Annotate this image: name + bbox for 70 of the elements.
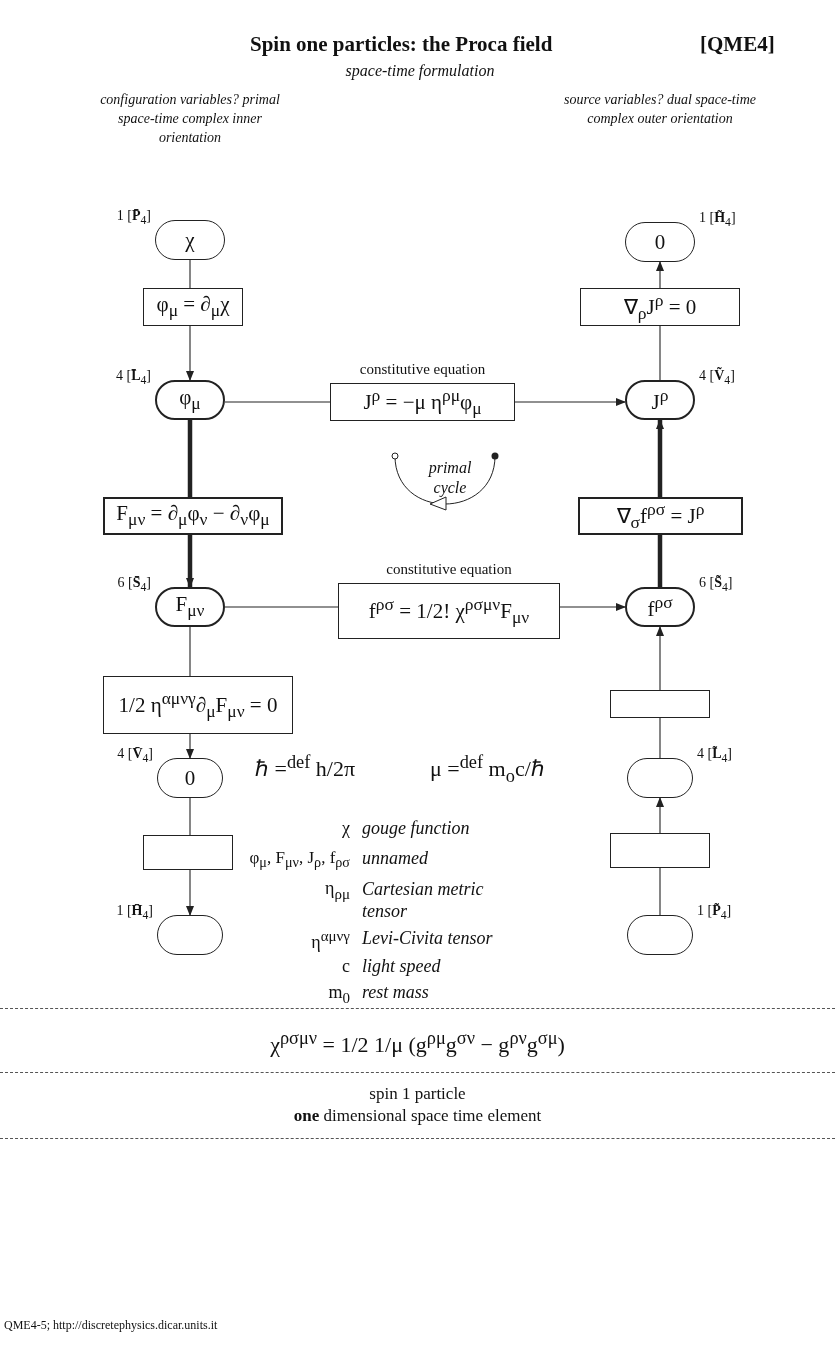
variable-node: f$^{ρσ}$ <box>625 587 695 627</box>
heading-tag: [QME4] <box>700 32 775 57</box>
cell-label: 1 [P̃$_{4}$] <box>697 903 732 922</box>
arrow <box>186 869 194 916</box>
symbol-cell-text: m$_{0}$ <box>327 982 350 1007</box>
cell-label: 6 [S̃$_{4}$] <box>699 575 733 594</box>
connector-line <box>189 797 191 836</box>
variable-node: F$_{μν}$ <box>155 587 225 627</box>
symbol-cell-text: χ <box>341 818 350 839</box>
cell-label: 6 [S̄$_{4}$] <box>117 575 151 594</box>
connector-line <box>187 420 193 497</box>
title: Spin one particles: the Proca field <box>250 32 553 57</box>
variable-node: φ$_{μ}$ <box>155 380 225 420</box>
cell-label: 1 [P̄$_{4}$] <box>116 208 151 227</box>
connector-line <box>224 606 339 608</box>
connector-line <box>657 535 663 587</box>
equation-box: 1/2 η$^{αμνγ}$∂$_{μ}$F$_{μν}$ = 0 <box>103 676 293 734</box>
column-heading: configuration variables? primal space-time complex inner orientation <box>99 91 281 147</box>
footer-text: QME4-5; http://discretephysics.dicar.units.it <box>4 1318 218 1333</box>
symbol-cell-text: η$^{αμνγ}$ <box>310 928 350 953</box>
connector-line <box>189 259 191 289</box>
description-cell: gouge function <box>362 818 470 839</box>
subtitle: space-time formulation <box>344 62 496 80</box>
variable-node: χ <box>155 220 225 260</box>
arrow <box>514 398 626 406</box>
arrow <box>186 325 194 381</box>
caption-text: spin 1 particle <box>368 1084 467 1104</box>
equation-box: F$_{μν}$ = ∂$_{μ}$φ$_{ν}$ − ∂$_{ν}$φ$_{μ}$ <box>103 497 283 535</box>
arrow <box>186 535 194 588</box>
description-cell: Levi-Civita tensor <box>362 928 493 949</box>
equation-box: J$^{ρ}$ = −μ η$^{ρμ}$φ$_{μ}$ <box>330 383 515 421</box>
description-cell: unnamed <box>362 848 428 869</box>
variable-node: J$^{ρ}$ <box>625 380 695 420</box>
equation-box: f$^{ρσ}$ = 1/2! χ$^{ρσμν}$F$_{μν}$ <box>338 583 560 639</box>
formula: χ$^{ρσμν}$ = 1/2 1/μ (g$^{ρμ}$g$^{σν}$ − g$^{ρν}$g$^{σμ}$) <box>269 1028 566 1059</box>
variable-node: 0 <box>157 758 223 798</box>
equation-box: φ$_{μ}$ = ∂$_{μ}$χ <box>143 288 243 326</box>
connector-line <box>659 867 661 916</box>
connector-line <box>189 626 191 677</box>
equation-box: ∇$_{ρ}$J$^{ρ}$ = 0 <box>580 288 740 326</box>
cell-label: 4 [L̄$_{4}$] <box>116 368 151 387</box>
connector-line <box>659 325 661 381</box>
cell-label: 1 [H̄$_{4}$] <box>116 903 153 922</box>
equation-heading: constitutive equation <box>385 561 513 578</box>
caption-text: one dimensional space time element <box>292 1106 543 1126</box>
cell-label: 4 [L̃$_{4}$] <box>697 746 732 765</box>
cell-label: 4 [Ṽ$_{4}$] <box>699 368 735 387</box>
equation-box: ∇$_{σ}$f$^{ρσ}$ = J$^{ρ}$ <box>578 497 743 535</box>
arrow <box>656 261 664 289</box>
definition: μ =$^{def}$ m$_{o}$c/ℏ <box>430 752 545 787</box>
symbol-cell-text: η$_{ρμ}$ <box>324 878 350 903</box>
definition: ℏ =$^{def}$ h/2π <box>255 752 356 783</box>
arrow <box>656 797 664 834</box>
arrow <box>656 419 664 497</box>
description-cell: rest mass <box>362 982 429 1003</box>
connector-line <box>224 401 331 403</box>
equation-heading: constitutive equation <box>358 361 487 378</box>
column-heading: source variables? dual space-time complex outer orientation <box>563 91 757 128</box>
arrow <box>656 626 664 691</box>
cycle-label: primal cycle <box>427 458 473 498</box>
cell-label: 1 [H̃$_{4}$] <box>699 210 736 229</box>
arrow <box>186 733 194 759</box>
connector-line <box>659 717 661 759</box>
symbol-cell-text: c <box>341 956 350 977</box>
description-cell: light speed <box>362 956 441 977</box>
arrow <box>559 603 626 611</box>
cell-label: 4 [V̄$_{4}$] <box>117 746 153 765</box>
variable-node: 0 <box>625 222 695 262</box>
description-cell-text: Cartesian metric tensor <box>362 878 485 922</box>
symbol-cell-text: φ$_{μ}$, F$_{μν}$, J$_{ρ}$, f$_{ρσ}$ <box>248 848 350 872</box>
